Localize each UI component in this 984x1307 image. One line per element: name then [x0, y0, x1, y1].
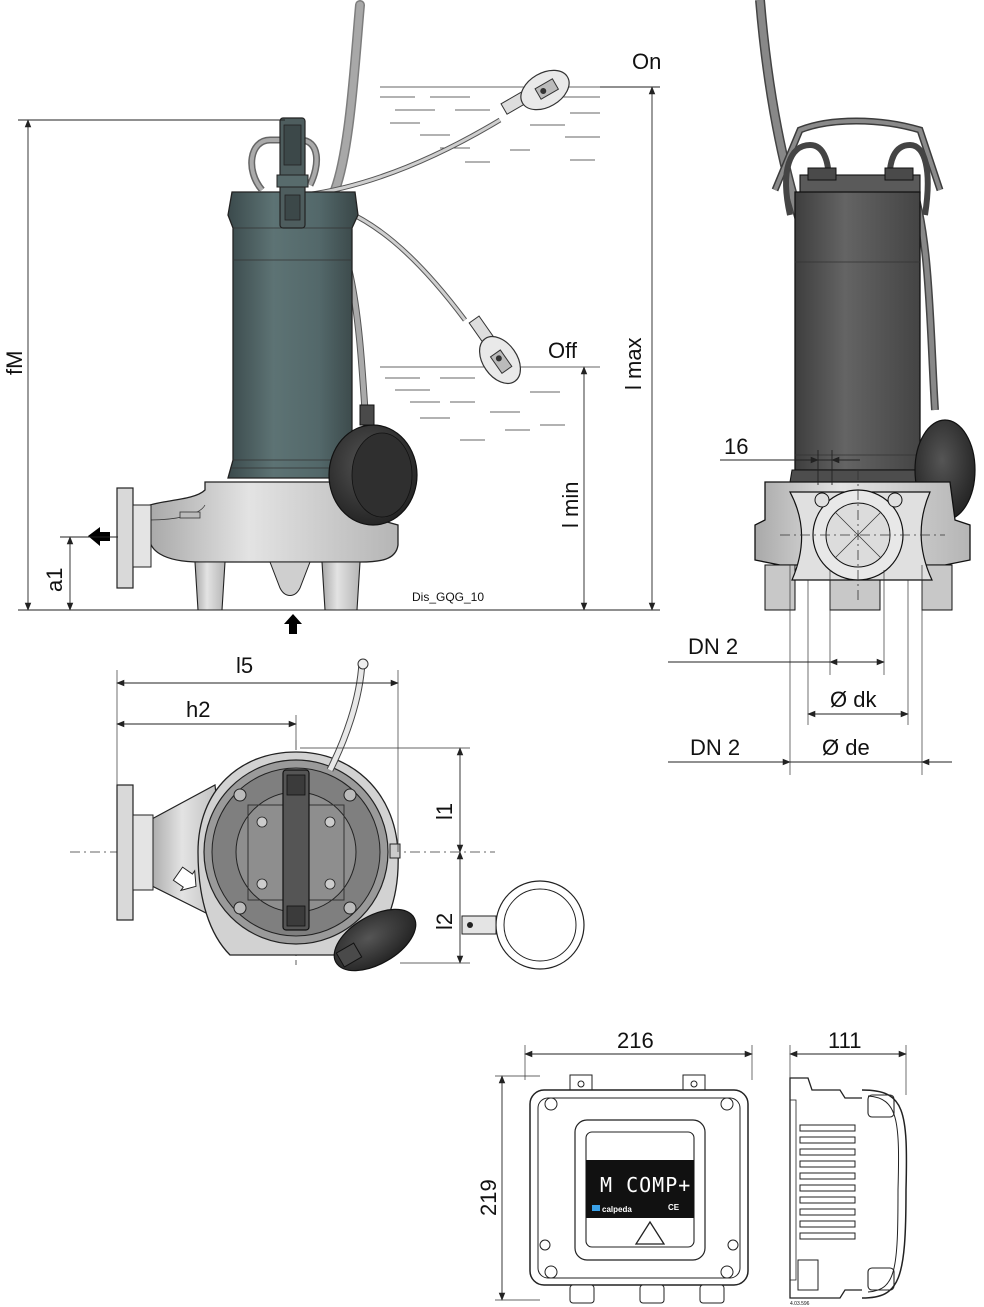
dim-label-dn2-lower: DN 2 — [690, 735, 740, 760]
arrow-left-icon — [88, 527, 110, 546]
label-on: On — [632, 49, 661, 74]
top-handle — [282, 769, 310, 931]
dim-label-a1: a1 — [42, 568, 67, 592]
dim-label-dn2-upper: DN 2 — [688, 634, 738, 659]
dim-label-216: 216 — [617, 1028, 654, 1053]
top-flange — [116, 784, 134, 921]
dim-label-lmax: l max — [621, 337, 646, 390]
pump-foot-left — [194, 561, 226, 611]
control-box-side-body — [789, 1077, 871, 1299]
drawing-code: Dis_GQG_10 — [412, 590, 484, 604]
inlet-arrow-icon — [172, 866, 197, 892]
dim-label-219: 219 — [476, 1179, 501, 1216]
top-float-ball — [333, 908, 417, 972]
motor-housing — [227, 191, 359, 479]
control-box-side: 111 4.03.596 — [789, 1028, 908, 1307]
dim-label-fM: fM — [2, 351, 27, 375]
warning-triangle-icon — [634, 1220, 666, 1245]
front-view: fM a1 l max On l min Off Dis_GQG_10 — [2, 0, 661, 634]
ce-mark: CE — [668, 1203, 680, 1212]
part-code: 4.03.596 — [790, 1301, 810, 1307]
float-switch-on — [500, 69, 570, 115]
float-switch-off — [468, 315, 522, 385]
dim-label-de: Ø de — [822, 735, 870, 760]
float-switch-ring — [461, 880, 585, 970]
side-view: 16 DN 2 Ø dk DN 2 Ø de — [668, 0, 976, 775]
dim-label-h2: h2 — [186, 697, 210, 722]
dim-label-l2: l2 — [432, 913, 457, 930]
pump-foot-right — [321, 561, 361, 611]
discharge-flange — [116, 487, 134, 589]
dim-label-111: 111 — [828, 1028, 861, 1053]
arrow-up-icon — [284, 614, 302, 634]
dim-label-dk: Ø dk — [830, 687, 877, 712]
control-box-front: 216 219 M COMP+ calpeda CE — [476, 1028, 753, 1304]
lower-water-surface — [380, 366, 600, 441]
dim-label-l1: l1 — [432, 803, 457, 820]
suction-inlet — [269, 561, 311, 596]
float-ball — [328, 404, 418, 526]
top-view: l5 h2 l1 l2 — [70, 653, 585, 972]
dim-label-16: 16 — [724, 434, 748, 459]
label-off: Off — [548, 338, 578, 363]
dim-label-lmin: l min — [558, 482, 583, 528]
dim-label-l5: l5 — [236, 653, 253, 678]
product-name: M COMP+ — [600, 1173, 691, 1197]
top-cable — [326, 661, 366, 772]
brand-name: calpeda — [602, 1205, 632, 1214]
cooling-fins — [799, 1124, 856, 1240]
side-motor-housing — [794, 191, 921, 471]
